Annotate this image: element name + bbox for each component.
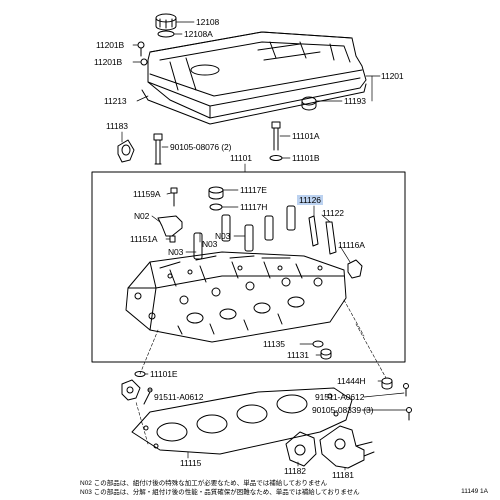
valve-parts[interactable] [157,186,363,279]
label-91511-a0612-right[interactable]: 91511-A0612 [315,392,365,402]
right-fittings[interactable] [381,377,412,421]
label-n02[interactable]: N02 [134,211,150,221]
plug-11183[interactable] [117,139,135,163]
cylinder-head[interactable] [125,251,347,343]
label-11183[interactable]: 11183 [106,121,128,131]
label-11101a[interactable]: 11101A [292,131,320,141]
label-n03-a[interactable]: N03 [202,239,218,249]
label-90105-08076[interactable]: 90105-08076 (2) [170,142,232,152]
cylinder-head-cover[interactable] [141,31,367,125]
head-assembly-frame [91,171,406,363]
label-11115[interactable]: 11115 [180,458,202,468]
label-11213[interactable]: 11213 [104,96,127,106]
label-12108a[interactable]: 12108A [184,29,213,39]
label-11444h[interactable]: 11444H [337,376,366,386]
bolt-90105-08076[interactable] [153,133,163,165]
label-n03-b[interactable]: N03 [168,247,184,257]
label-11181[interactable]: 11181 [332,470,354,480]
label-11101e[interactable]: 11101E [150,369,178,379]
label-11135[interactable]: 11135 [263,339,285,349]
label-11201[interactable]: 11201 [381,71,404,81]
label-12108[interactable]: 12108 [196,17,220,27]
label-11151a[interactable]: 11151A [130,234,158,244]
water-outlet[interactable] [285,425,375,469]
label-11117h[interactable]: 11117H [240,202,268,212]
label-11159a[interactable]: 11159A [133,189,161,199]
note-n02: N02 この部品は、組付け後の特殊な加工が必要なため、単品では補給しておりません [80,480,328,487]
label-11117e[interactable]: 11117E [240,185,267,195]
label-91511-a0612-left[interactable]: 91511-A0612 [154,392,204,402]
label-11101[interactable]: 11101 [230,153,252,163]
head-gasket[interactable] [131,387,353,455]
label-n03-c[interactable]: N03 [215,231,231,241]
alignment-lines [135,299,387,445]
plugs-11135-11131[interactable] [312,340,332,360]
label-90105-08339[interactable]: 90105-08339 (3) [312,405,374,415]
label-11182[interactable]: 11182 [284,466,306,476]
leader-lines [121,21,407,471]
label-11116a[interactable]: 11116A [338,240,365,250]
label-11126-highlighted[interactable]: 11126 [297,195,323,205]
head-bolt[interactable] [269,121,283,161]
cover-screws[interactable] [137,41,148,66]
label-11122[interactable]: 11122 [322,208,344,218]
label-11201b-2[interactable]: 11201B [94,57,123,67]
label-11193[interactable]: 11193 [344,96,366,106]
figure-code: 11149 1A [461,488,488,495]
label-11131[interactable]: 11131 [287,350,309,360]
dowel-and-sensor[interactable] [121,371,153,405]
label-11101b[interactable]: 11101B [292,153,320,163]
label-11201b-1[interactable]: 11201B [96,40,125,50]
note-n03: N03 この部品は、分解・組付け後の性能・品質確保が困難なため、単品では補給して… [80,489,360,496]
oil-filler-cap[interactable] [155,13,177,38]
